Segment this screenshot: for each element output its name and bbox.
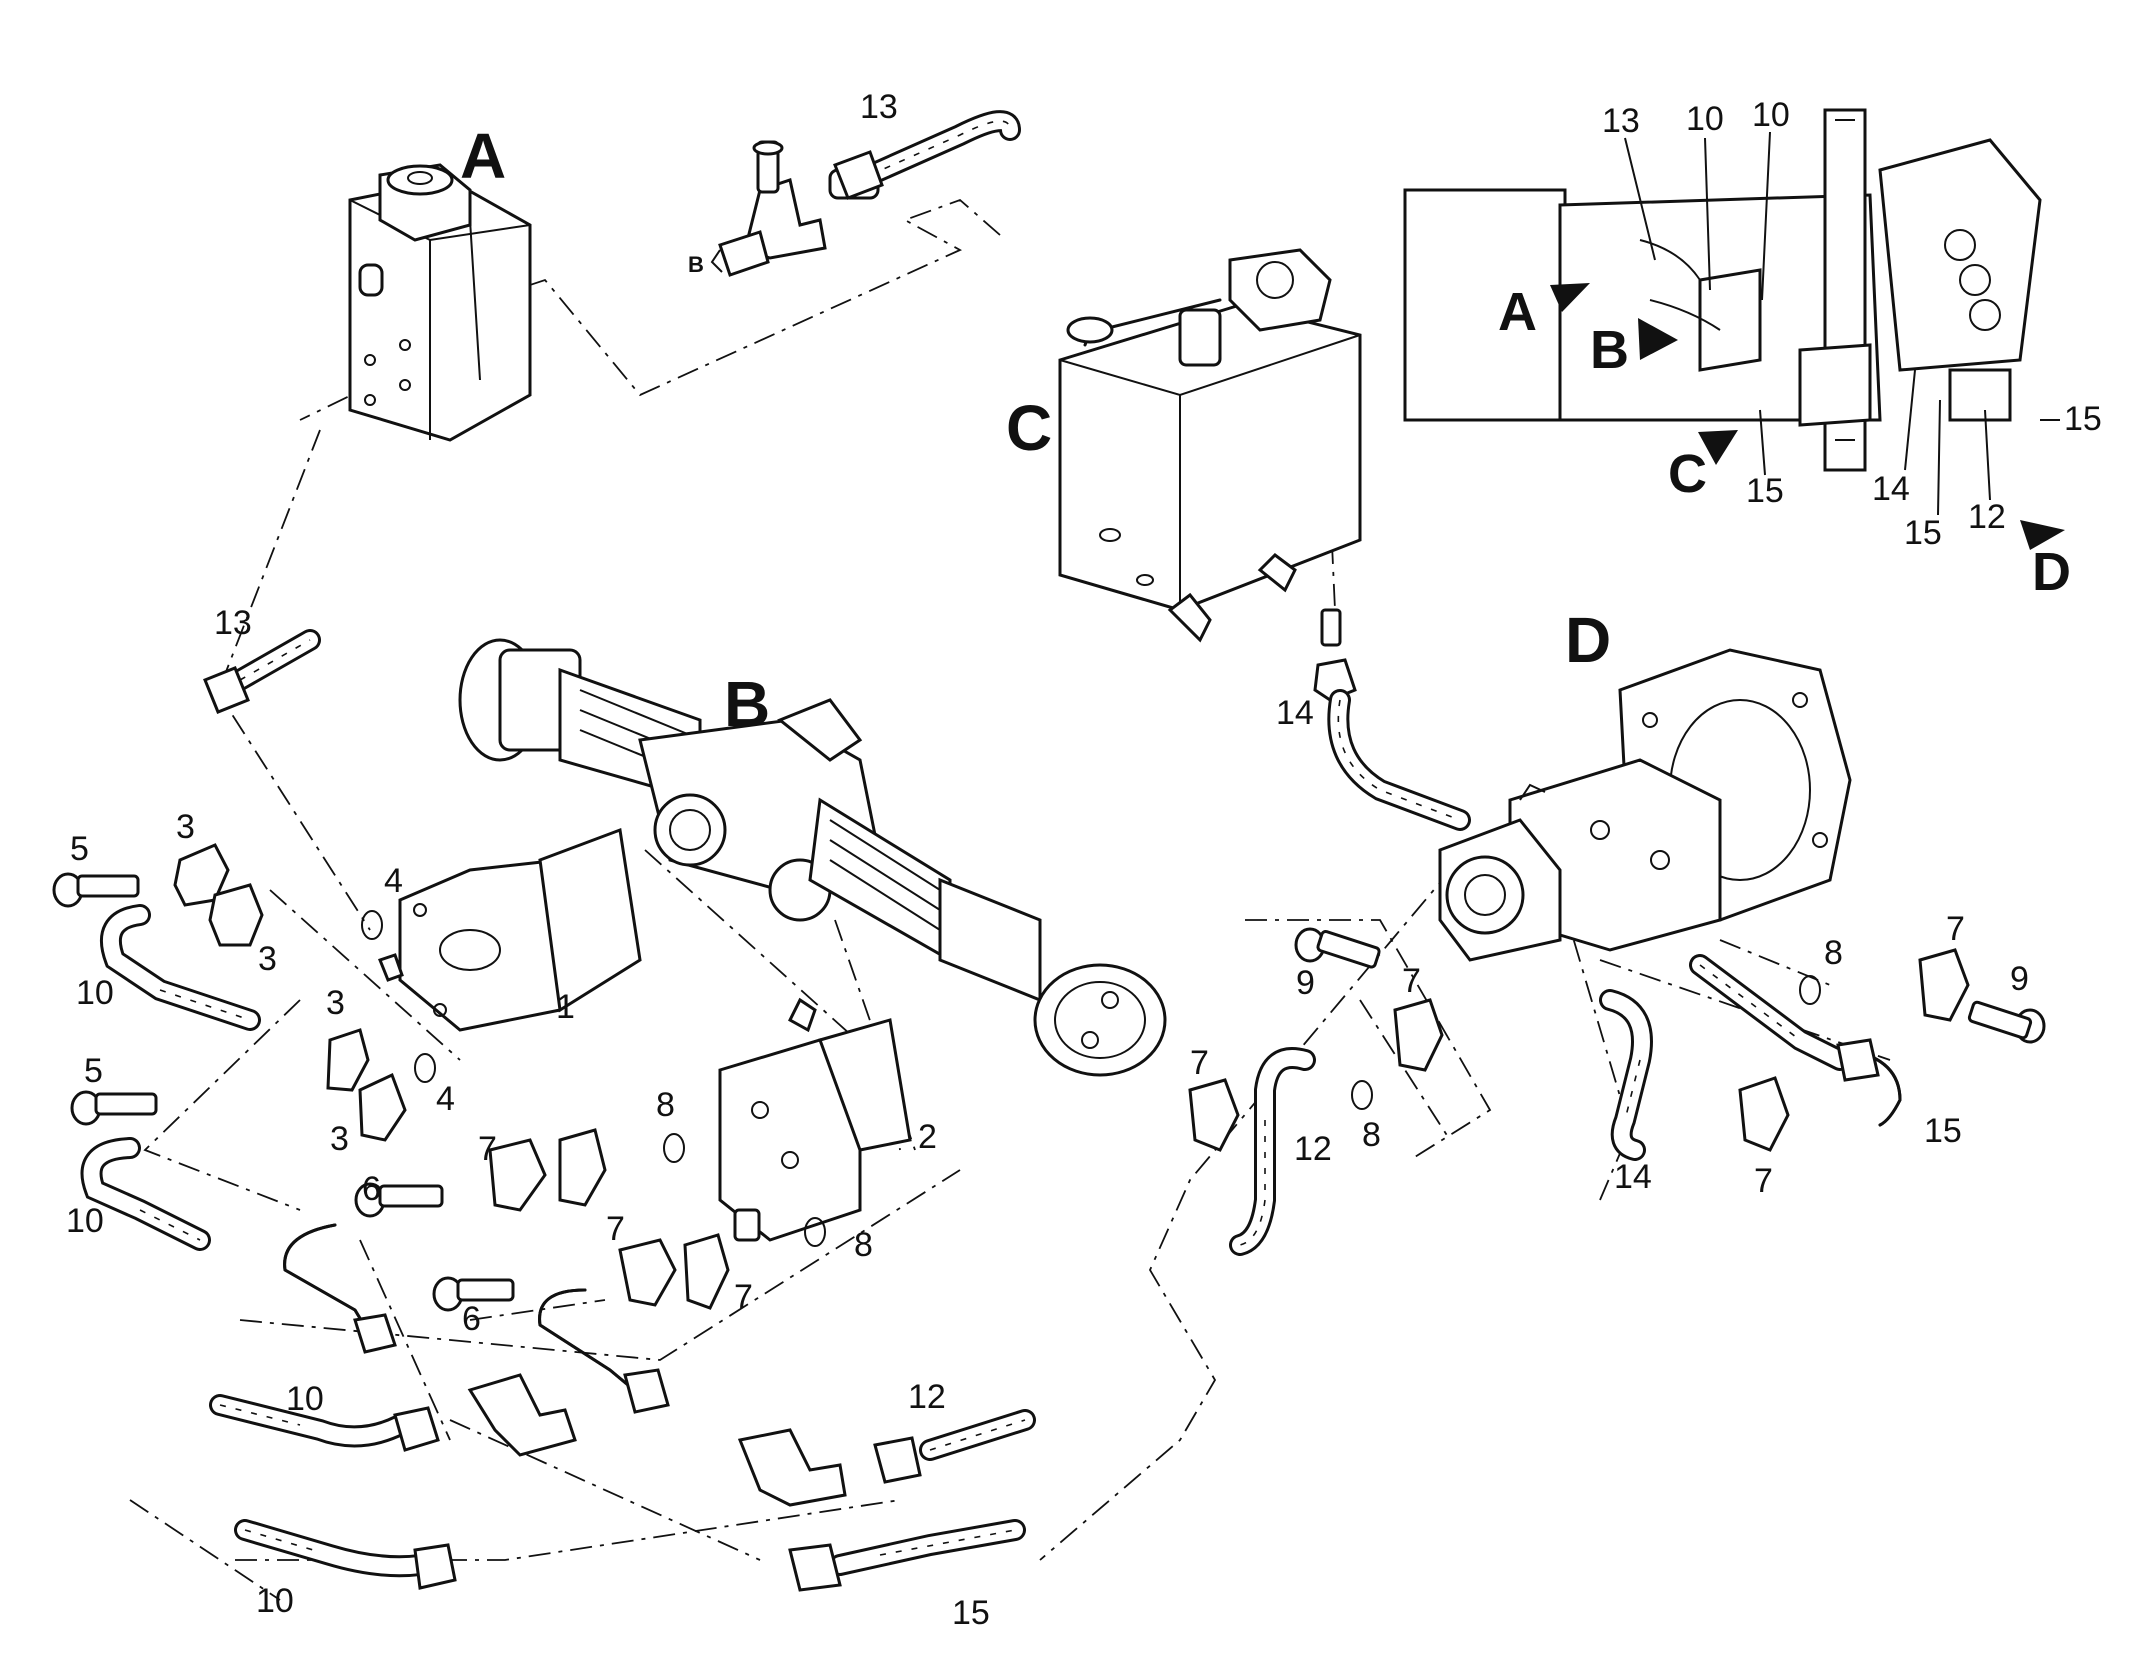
hose-14-tank bbox=[1327, 689, 1471, 831]
callout-9b: 9 bbox=[2010, 960, 2029, 998]
arrow-c-icon bbox=[1698, 430, 1738, 465]
inset-callout-12: 12 bbox=[1968, 498, 2006, 536]
callout-2: 2 bbox=[918, 1118, 937, 1156]
callout-10d: 10 bbox=[256, 1582, 294, 1620]
callout-8c: 8 bbox=[1362, 1116, 1381, 1154]
callout-7c: 7 bbox=[734, 1278, 753, 1316]
bolt-9-a bbox=[1294, 927, 1381, 969]
callout-14b: 14 bbox=[1614, 1158, 1652, 1196]
tank-fitting-14 bbox=[1313, 608, 1357, 702]
callout-15a: 15 bbox=[1924, 1112, 1962, 1150]
arrow-a-icon bbox=[1550, 283, 1590, 312]
callout-9a: 9 bbox=[1296, 964, 1315, 1002]
bolt-5-a bbox=[52, 872, 140, 908]
hose-15-bottom bbox=[788, 1519, 1026, 1592]
machine-overview-inset bbox=[1403, 108, 2042, 472]
flange-clamps bbox=[173, 843, 1970, 1310]
callout-15b: 15 bbox=[952, 1594, 990, 1632]
hose-15-pump bbox=[1689, 954, 1902, 1127]
hose-10-b bbox=[80, 1137, 211, 1251]
tee-fitting-right bbox=[737, 1428, 847, 1507]
callout-12a: 12 bbox=[908, 1378, 946, 1416]
callout-5a: 5 bbox=[70, 830, 89, 868]
callout-7f: 7 bbox=[1946, 910, 1965, 948]
callout-10c: 10 bbox=[286, 1380, 324, 1418]
view-label-a: A bbox=[460, 120, 506, 192]
o-rings bbox=[361, 910, 1821, 1247]
inset-callout-13: 13 bbox=[1602, 102, 1640, 140]
arrow-d-icon bbox=[2020, 520, 2065, 550]
valve-block-a bbox=[348, 163, 532, 442]
hose-13-top bbox=[833, 110, 1021, 200]
inset-label-c: C bbox=[1668, 444, 1707, 504]
inset-callout-10b: 10 bbox=[1752, 96, 1790, 134]
pump-gearbox-d bbox=[1438, 648, 1852, 962]
inset-callout-14: 14 bbox=[1872, 470, 1910, 508]
callout-8d: 8 bbox=[1824, 934, 1843, 972]
inset-callout-10a: 10 bbox=[1686, 100, 1724, 138]
callout-12b: 12 bbox=[1294, 1130, 1332, 1168]
hose-10-a bbox=[100, 904, 261, 1031]
callout-7b: 7 bbox=[606, 1210, 625, 1248]
callout-7d: 7 bbox=[1190, 1044, 1209, 1082]
hydraulic-motor-1 bbox=[378, 827, 642, 1032]
callout-10a: 10 bbox=[76, 974, 114, 1012]
part-callouts: 13 13 5 5 3 3 3 3 4 4 10 10 10 10 1 2 6 … bbox=[66, 88, 2029, 1632]
pipe-left-bend bbox=[283, 1223, 397, 1354]
inset-arrows bbox=[1550, 283, 2065, 550]
callout-7g: 7 bbox=[1754, 1162, 1773, 1200]
hose-12-a bbox=[873, 1409, 1036, 1484]
fitting-tee-a bbox=[710, 140, 880, 277]
callout-3d: 3 bbox=[330, 1120, 349, 1158]
callout-8b: 8 bbox=[854, 1226, 873, 1264]
hydraulic-motor-2 bbox=[718, 997, 912, 1242]
callout-10b: 10 bbox=[66, 1202, 104, 1240]
hose-14-pump bbox=[1599, 989, 1653, 1161]
inset-label-d: D bbox=[2032, 542, 2071, 602]
callout-7e: 7 bbox=[1402, 962, 1421, 1000]
hose-10-d bbox=[234, 1519, 457, 1590]
callout-13-left: 13 bbox=[214, 604, 252, 642]
callout-8a: 8 bbox=[656, 1086, 675, 1124]
callout-5b: 5 bbox=[84, 1052, 103, 1090]
bolt-6-b bbox=[432, 1276, 515, 1312]
inset-label-b: B bbox=[1590, 320, 1629, 380]
inset-labels: A B C D 13 10 10 15 14 15 12 15 bbox=[1498, 96, 2102, 602]
callout-13-top: 13 bbox=[860, 88, 898, 126]
view-label-c: C bbox=[1006, 392, 1052, 464]
callout-3a: 3 bbox=[176, 808, 195, 846]
callout-1: 1 bbox=[556, 988, 575, 1026]
tee-fitting-left bbox=[467, 1373, 577, 1457]
inset-label-a: A bbox=[1498, 282, 1537, 342]
arrow-b-icon bbox=[1638, 318, 1678, 360]
hose-12-b bbox=[1229, 1047, 1316, 1256]
hose-10-c bbox=[209, 1394, 440, 1452]
pipe-mid-bend bbox=[538, 1288, 670, 1414]
view-letters: A C B D B bbox=[460, 120, 1611, 740]
hose-13-left bbox=[203, 629, 321, 714]
fitting-label-b: B bbox=[688, 252, 704, 277]
view-label-d: D bbox=[1565, 604, 1611, 676]
bolt-9-b bbox=[1967, 1000, 2046, 1044]
oil-tank-c bbox=[1058, 248, 1362, 643]
callout-4a: 4 bbox=[384, 862, 403, 900]
axle-b bbox=[458, 638, 1167, 1077]
callout-4b: 4 bbox=[436, 1080, 455, 1118]
inset-callout-15b: 15 bbox=[1904, 514, 1942, 552]
callout-14a: 14 bbox=[1276, 694, 1314, 732]
callout-3c: 3 bbox=[326, 984, 345, 1022]
inset-callout-15c: 15 bbox=[2064, 400, 2102, 438]
callout-6a: 6 bbox=[362, 1170, 381, 1208]
callout-3b: 3 bbox=[258, 940, 277, 978]
bolt-5-b bbox=[70, 1090, 158, 1126]
callout-6b: 6 bbox=[462, 1300, 481, 1338]
inset-callout-15a: 15 bbox=[1746, 472, 1784, 510]
bolt-6-a bbox=[354, 1182, 444, 1218]
view-label-b: B bbox=[724, 668, 770, 740]
callout-7a: 7 bbox=[478, 1130, 497, 1168]
